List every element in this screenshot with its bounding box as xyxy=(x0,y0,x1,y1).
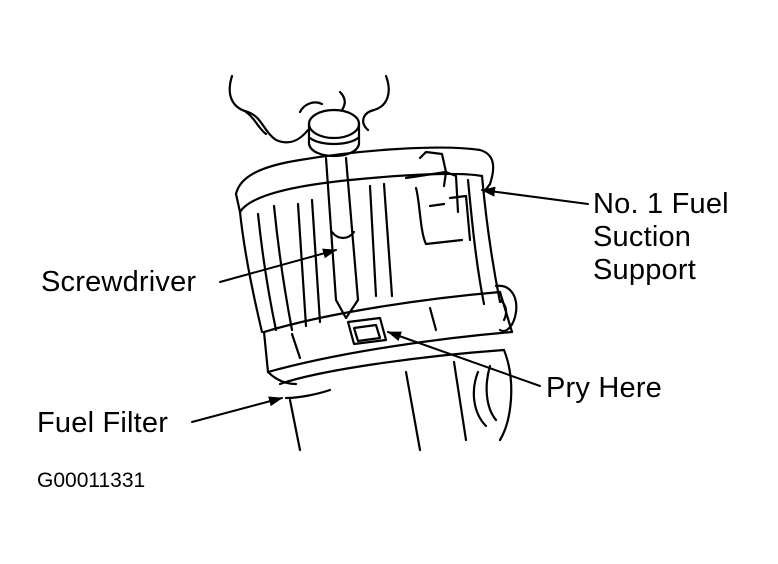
figure-id: G00011331 xyxy=(37,469,146,492)
fuel-filter-body-drawing xyxy=(278,348,513,452)
suction-support-label-line3: Support xyxy=(593,254,696,286)
suction-support-label-line2: Suction xyxy=(593,221,692,253)
pry-here-label: Pry Here xyxy=(546,372,663,404)
suction-support-label-line1: No. 1 Fuel xyxy=(593,188,729,220)
screwdriver-drawing xyxy=(307,108,361,320)
fuel-filter-label: Fuel Filter xyxy=(37,407,169,439)
suction-support-drawing xyxy=(234,146,518,334)
suction-support-leader xyxy=(481,186,589,205)
fuel-filter-leader xyxy=(191,396,283,423)
suction-support-label: No. 1 Fuel Suction Support xyxy=(593,188,729,287)
hand-drawing xyxy=(228,74,390,144)
screwdriver-label: Screwdriver xyxy=(41,266,197,298)
pry-here-leader xyxy=(387,331,541,387)
collar-band-drawing xyxy=(262,290,514,386)
screwdriver-leader xyxy=(219,248,337,283)
